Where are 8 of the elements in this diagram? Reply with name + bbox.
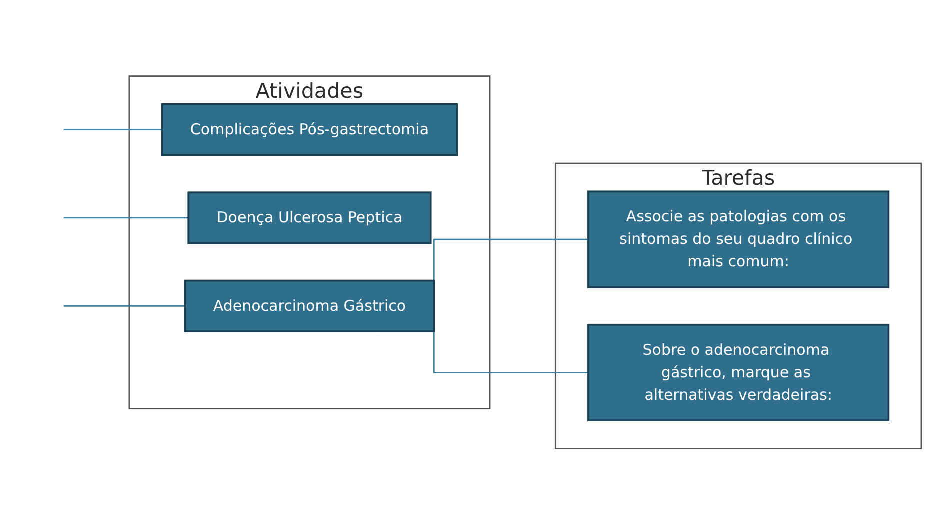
- node-box: Adenocarcinoma Gástrico: [184, 280, 436, 332]
- node-box: Associe as patologias com os sintomas do seu quadro clínico mais comum:: [588, 190, 890, 288]
- connector: [64, 129, 162, 130]
- node-box: Doença Ulcerosa Peptica: [188, 192, 432, 244]
- connector: [64, 305, 186, 307]
- node-box: Complicações Pós-gastrectomia: [161, 104, 458, 156]
- node-box: Sobre o adenocarcinoma gástrico, marque as alternativas verdadeiras:: [588, 324, 890, 422]
- connector: [64, 217, 189, 219]
